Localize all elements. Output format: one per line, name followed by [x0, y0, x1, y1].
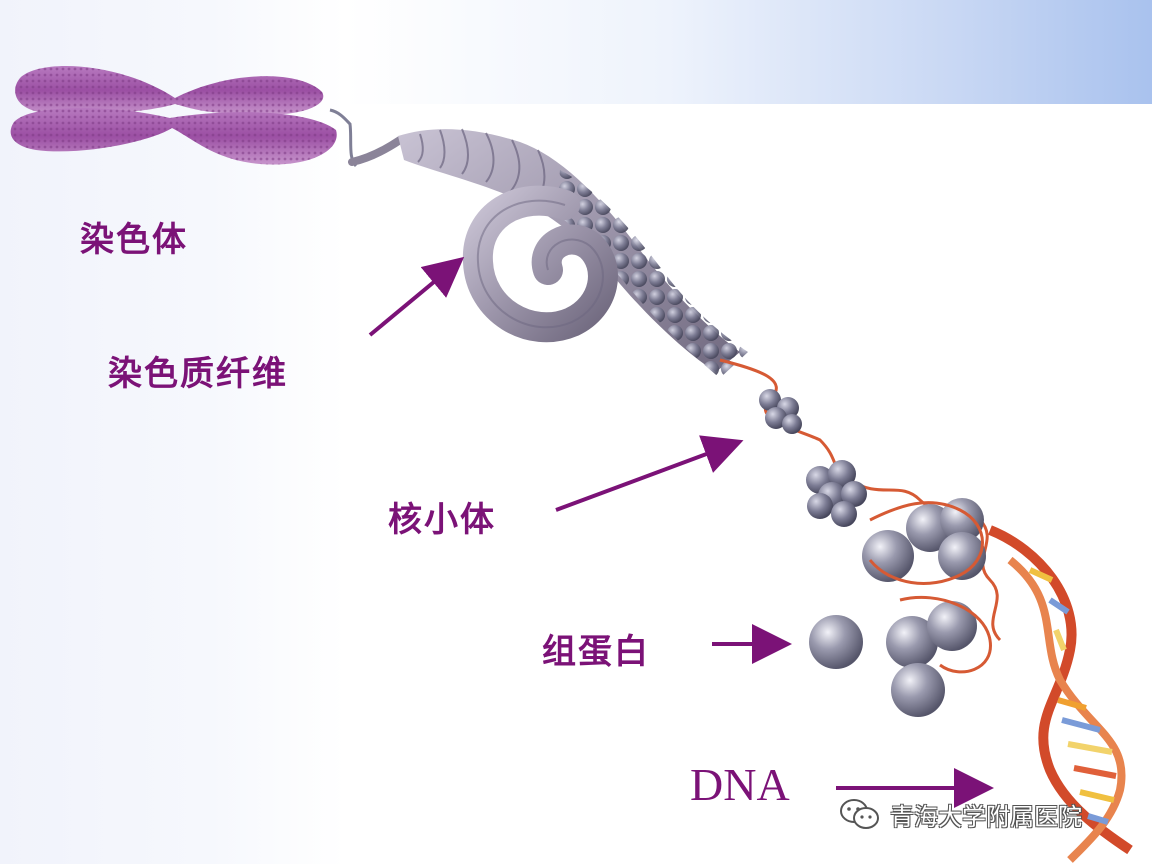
small-bead-cluster-1 [759, 389, 802, 434]
dna-helix-illustration [988, 525, 1133, 863]
label-chromatin-fiber: 染色质纤维 [108, 354, 288, 394]
histone-illustration [809, 595, 992, 717]
fiber-arrow [368, 256, 465, 337]
nucleosome-beads [862, 498, 986, 582]
chromosome-illustration [10, 66, 358, 168]
nucleosome-arrow [555, 435, 744, 512]
small-bead-cluster-2 [806, 460, 867, 527]
watermark: 青海大学附属医院 [838, 796, 1082, 832]
chromatin-fiber-illustration [348, 128, 748, 378]
wechat-icon [840, 799, 879, 829]
label-histone: 组蛋白 [542, 632, 650, 672]
watermark-text: 青海大学附属医院 [890, 802, 1082, 831]
label-chromosome: 染色体 [80, 220, 188, 260]
top-gradient-band [345, 0, 1152, 104]
nucleosome-illustration [719, 358, 1002, 642]
label-nucleosome: 核小体 [388, 500, 496, 540]
label-dna: DNA [690, 759, 790, 810]
